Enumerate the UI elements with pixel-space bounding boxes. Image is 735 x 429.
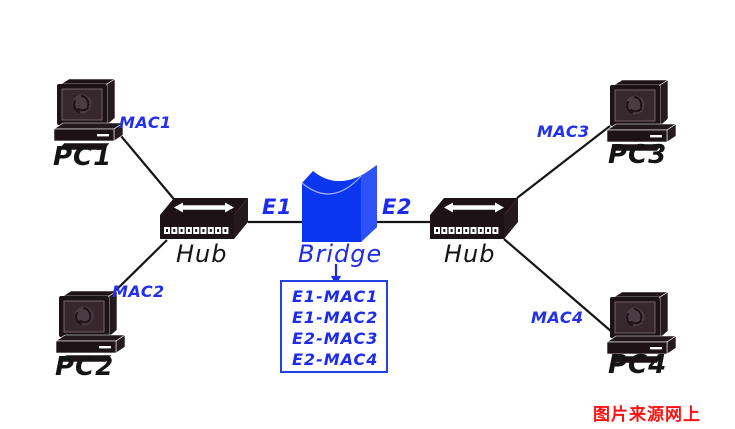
link-lines <box>108 125 613 333</box>
image-source-note: 图片来源网上 <box>593 405 701 425</box>
bridge-mac-table: E1-MAC1 E1-MAC2 E2-MAC3 E2-MAC4 <box>280 280 388 373</box>
mac-table-row: E1-MAC2 <box>292 308 379 327</box>
mac1-label: MAC1 <box>119 113 172 132</box>
link-pc3-hub-right <box>516 125 611 199</box>
pc2-label: PC2 <box>55 352 115 382</box>
mac2-label: MAC2 <box>112 282 165 301</box>
mac-table-row: E1-MAC1 <box>292 287 379 306</box>
pc4-label: PC4 <box>608 350 668 380</box>
link-pc1-hub-left <box>115 129 179 205</box>
hub-right-icon <box>430 198 518 239</box>
hub-left-icon <box>160 198 248 239</box>
port-e2-label: E2 <box>382 195 412 219</box>
pc1-label: PC1 <box>53 142 113 172</box>
port-e1-label: E1 <box>262 195 292 219</box>
hub-left-label: Hub <box>176 240 228 268</box>
mac4-label: MAC4 <box>531 308 584 327</box>
mac3-label: MAC3 <box>537 122 590 141</box>
link-pc4-hub-right <box>503 238 613 333</box>
bridge-icon <box>301 165 377 242</box>
link-pc2-hub-left <box>108 239 168 298</box>
pc1-icon <box>53 78 124 151</box>
pc3-label: PC3 <box>608 140 668 170</box>
bridge-label: Bridge <box>298 240 383 268</box>
mac-table-row: E2-MAC4 <box>292 350 379 369</box>
hub-right-label: Hub <box>444 240 496 268</box>
mac-table-row: E2-MAC3 <box>292 329 379 348</box>
